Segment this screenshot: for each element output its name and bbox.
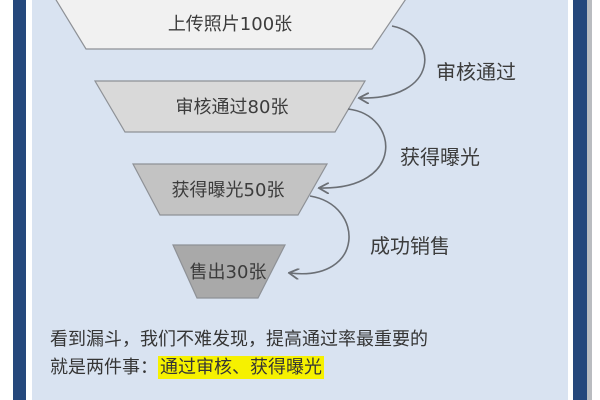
caption-line-1: 看到漏斗，我们不难发现，提高通过率最重要的 bbox=[50, 329, 428, 350]
frame-left-bar bbox=[13, 0, 26, 400]
stage-label-sold: 售出30张 bbox=[190, 262, 267, 283]
stage-label-approved: 审核通过80张 bbox=[176, 97, 289, 118]
arrow-sale-icon bbox=[290, 195, 350, 274]
transition-label-exposure: 获得曝光 bbox=[400, 145, 480, 169]
summary-caption: 看到漏斗，我们不难发现，提高通过率最重要的 就是两件事：通过审核、获得曝光 bbox=[50, 326, 555, 382]
funnel-stage-approved: 审核通过80张 bbox=[93, 80, 367, 133]
frame-right-bar bbox=[573, 0, 587, 400]
frame-right-shadow bbox=[587, 0, 592, 400]
caption-highlight: 通过审核、获得曝光 bbox=[158, 356, 324, 379]
caption-line-2: 就是两件事：通过审核、获得曝光 bbox=[50, 354, 555, 382]
funnel-stage-sold: 售出30张 bbox=[172, 244, 286, 299]
stage-label-upload: 上传照片100张 bbox=[168, 14, 292, 35]
stage-label-exposure: 获得曝光50张 bbox=[172, 180, 285, 201]
transition-label-sale: 成功销售 bbox=[370, 234, 450, 258]
caption-line-2-prefix: 就是两件事： bbox=[50, 357, 158, 378]
funnel-stage-exposure: 获得曝光50张 bbox=[132, 163, 329, 216]
arrow-approve-icon bbox=[360, 25, 426, 98]
funnel-stage-upload: 上传照片100张 bbox=[55, 0, 406, 50]
arrow-exposure-icon bbox=[320, 108, 387, 188]
transition-label-approve: 审核通过 bbox=[436, 60, 516, 84]
